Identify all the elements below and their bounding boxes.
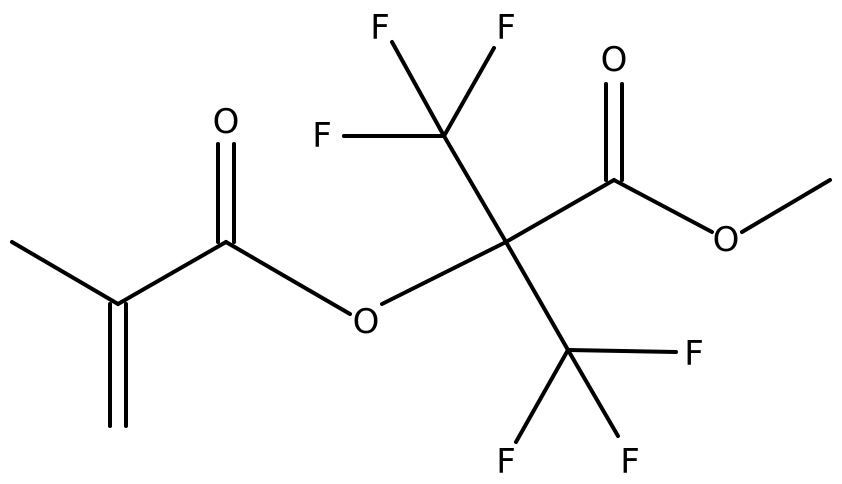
bond-quaternary-carbon-to-lower-cf3 <box>504 240 570 352</box>
atom-label-f-right: F <box>684 334 704 374</box>
atom-label-o-ester-bridge: O <box>353 302 380 342</box>
atom-label-o-methyl-ester-carbonyl: O <box>601 40 628 80</box>
bond-quaternary-carbon-to-ester-carbon <box>504 178 616 244</box>
atom-label-f-top-right: F <box>496 8 516 48</box>
atom-label-o-methacrylate-carbonyl: O <box>213 102 240 142</box>
bond-lower-cf3-to-f-bottom-right <box>566 348 620 438</box>
bond-ester-carbon-to-methoxy-oxygen <box>612 178 714 234</box>
bond-ester-oxygen-to-quaternary-carbon <box>380 240 508 306</box>
atom-label-f-top-left: F <box>370 8 390 48</box>
bond-methoxy-oxygen-to-methyl <box>740 178 832 234</box>
bond-upper-cf3-to-f-top-left <box>390 40 446 138</box>
bond-lower-cf3-to-f-bottom-left <box>514 348 570 444</box>
atom-label-f-bottom-left: F <box>496 442 516 482</box>
bond-alkene-carbon-to-carbonyl-carbon <box>116 240 228 306</box>
atom-label-f-upper-left: F <box>312 116 332 156</box>
atom-label-f-bottom-right: F <box>620 442 640 482</box>
bond-lower-cf3-to-f-right <box>566 348 678 354</box>
bond-upper-cf3-to-f-top-right <box>442 46 496 138</box>
bond-carbonyl-carbon-to-ester-oxygen <box>224 240 352 316</box>
atom-label-o-methoxy: O <box>713 220 740 260</box>
bond-methyl-to-alkene-carbon <box>10 240 120 306</box>
bond-quaternary-carbon-to-upper-cf3 <box>442 134 508 244</box>
